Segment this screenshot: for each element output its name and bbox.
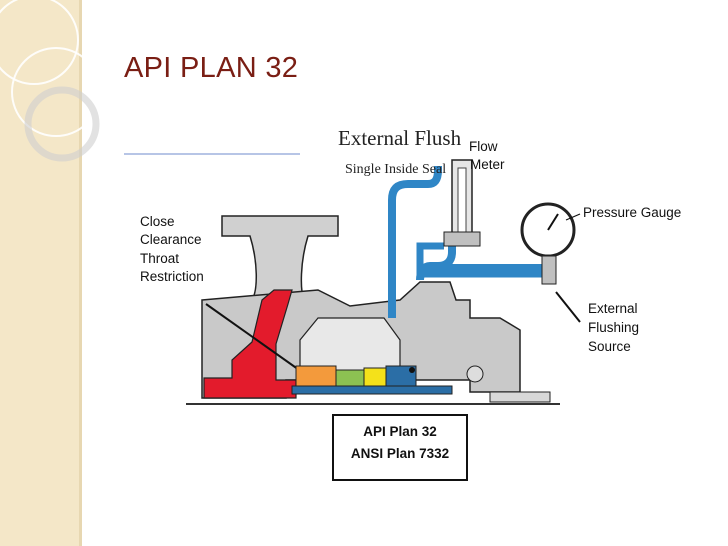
plan-line-api: API Plan 32 <box>363 424 437 439</box>
throat-pointer <box>205 303 303 373</box>
label-source: Source <box>588 339 631 354</box>
plan-box: API Plan 32 ANSI Plan 7332 <box>332 414 468 481</box>
slide-title: API PLAN 32 <box>124 52 299 84</box>
title-underline <box>124 153 300 155</box>
label-flow: Flow <box>469 139 498 154</box>
label-pressure-gauge: Pressure Gauge <box>583 205 682 220</box>
seal-spring <box>335 369 365 387</box>
flow-meter-valve <box>443 231 481 247</box>
label-close: Close <box>140 214 175 229</box>
bearing <box>466 365 484 383</box>
flush-line-return <box>416 242 548 278</box>
pressure-gauge-needle <box>547 213 559 231</box>
plan-line-ansi: ANSI Plan 7332 <box>350 446 450 461</box>
external-source-arrow <box>555 291 581 323</box>
suction-nozzle <box>221 215 339 301</box>
gauge-pointer <box>565 213 581 221</box>
shaft-sleeve <box>291 385 453 395</box>
shaft-end <box>489 391 551 403</box>
o-ring <box>409 367 415 373</box>
flow-meter-tube <box>457 167 467 235</box>
flush-line-upper <box>388 166 442 318</box>
diagram-title: External Flush <box>338 126 462 150</box>
pressure-gauge-stem <box>541 255 557 285</box>
label-flushing: Flushing <box>588 320 640 335</box>
seal-face-rotary <box>363 367 387 387</box>
seal-sleeve <box>295 365 337 387</box>
diagram-subtitle: Single Inside Seal <box>345 162 447 177</box>
label-meter: Meter <box>470 157 505 172</box>
label-restriction: Restriction <box>140 269 204 284</box>
label-throat: Throat <box>140 251 180 266</box>
impeller <box>203 289 297 399</box>
decorative-sidebar-edge <box>79 0 82 546</box>
seal-chamber <box>299 317 401 373</box>
label-clearance: Clearance <box>140 232 202 247</box>
label-external: External <box>588 301 638 316</box>
